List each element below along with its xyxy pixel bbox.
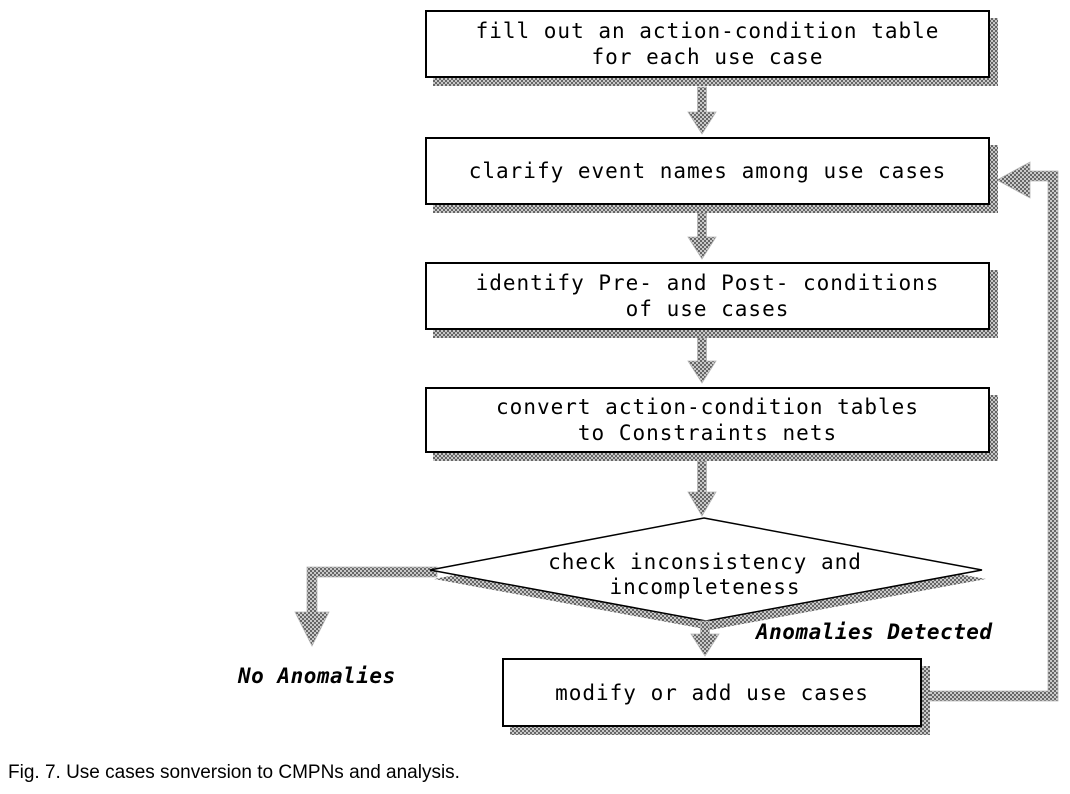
step-label-line1: convert action-condition tables <box>496 395 919 419</box>
step-label-line1: identify Pre- and Post- conditions <box>475 271 940 295</box>
step-label-line2: to Constraints nets <box>577 421 838 445</box>
no-anomalies-label: No Anomalies <box>238 664 396 688</box>
step-label-line1: clarify event names among use cases <box>468 159 947 183</box>
flow-step-identify-conditions: identify Pre- and Post- conditions of us… <box>425 262 998 338</box>
decision-label: check inconsistency and incompleteness <box>505 550 905 600</box>
arrow-down-icon-4 <box>687 460 717 517</box>
box-face: modify or add use cases <box>502 658 922 727</box>
box-face: clarify event names among use cases <box>425 137 990 205</box>
arrow-down-icon-3 <box>687 337 717 384</box>
figure-caption: Fig. 7. Use cases sonversion to CMPNs an… <box>8 762 460 783</box>
step-label-line2: for each use case <box>591 45 824 69</box>
decision-label-line2: incompleteness <box>609 575 801 599</box>
box-face: identify Pre- and Post- conditions of us… <box>425 262 990 330</box>
box-face: fill out an action-condition table for e… <box>425 10 990 78</box>
decision-label-line1: check inconsistency and <box>548 550 862 574</box>
arrow-down-icon-2 <box>687 212 717 260</box>
arrow-down-icon-5 <box>690 620 720 657</box>
flow-step-modify-use-cases: modify or add use cases <box>502 658 930 735</box>
step-label-line2: of use cases <box>625 297 790 321</box>
flow-step-clarify-event-names: clarify event names among use cases <box>425 137 998 213</box>
no-anomalies-arrow-icon <box>294 566 438 647</box>
box-face: convert action-condition tables to Const… <box>425 387 990 453</box>
flow-step-convert-tables: convert action-condition tables to Const… <box>425 387 998 461</box>
flow-step-fill-out-table: fill out an action-condition table for e… <box>425 10 998 86</box>
step-label-line1: fill out an action-condition table <box>475 19 940 43</box>
feedback-arrow-icon <box>919 161 1059 702</box>
anomalies-detected-label: Anomalies Detected <box>756 620 993 644</box>
arrow-down-icon-1 <box>687 86 717 135</box>
step-label-line1: modify or add use cases <box>555 680 869 705</box>
